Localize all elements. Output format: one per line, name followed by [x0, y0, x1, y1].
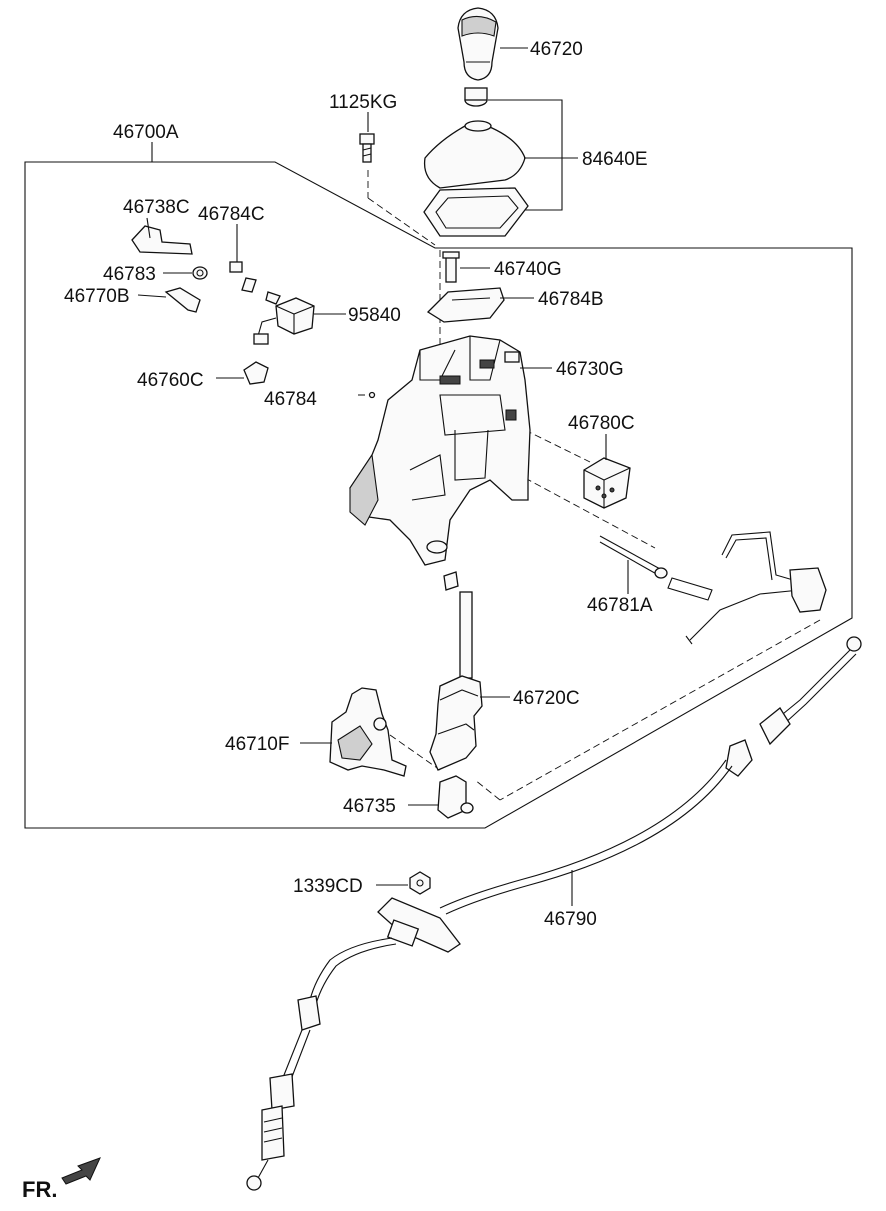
lock-rod: [599, 535, 713, 601]
label-46783: 46783: [103, 264, 156, 285]
label-front: FR.: [22, 1177, 57, 1202]
shift-knob: [457, 7, 499, 107]
front-arrow-icon: [61, 1157, 101, 1185]
shift-lever: [429, 571, 483, 771]
label-46730G: 46730G: [556, 359, 624, 380]
label-1339CD: 1339CD: [293, 876, 363, 897]
label-46780C: 46780C: [568, 413, 635, 434]
label-1125KG: 1125KG: [329, 92, 397, 113]
label-46720C: 46720C: [513, 688, 580, 709]
switch-module: [583, 457, 631, 509]
label-46740G: 46740G: [494, 259, 562, 280]
leader-lines: [137, 47, 629, 906]
bolt: [359, 133, 375, 163]
indicator-plate: [426, 287, 505, 323]
label-46720: 46720: [530, 39, 583, 60]
wiring-harness: [685, 531, 827, 645]
label-95840: 95840: [348, 305, 401, 326]
small-parts: [131, 225, 376, 399]
label-46784C: 46784C: [198, 204, 265, 225]
pin: [442, 251, 460, 283]
shifter-housing: [349, 335, 531, 566]
label-46700A: 46700A: [113, 122, 179, 143]
label-46770B: 46770B: [64, 286, 130, 307]
shift-boot: [423, 120, 529, 237]
label-46738C: 46738C: [123, 197, 190, 218]
shift-cable: [246, 636, 862, 1191]
cable-bracket: [329, 687, 407, 777]
label-84640E: 84640E: [582, 149, 648, 170]
label-46735: 46735: [343, 796, 396, 817]
retainer-clip: [437, 775, 474, 819]
assembly-boundary: [24, 161, 853, 829]
label-46781A: 46781A: [587, 595, 653, 616]
label-46790: 46790: [544, 909, 597, 930]
label-46760C: 46760C: [137, 370, 204, 391]
label-46710F: 46710F: [225, 734, 289, 755]
label-46784B: 46784B: [538, 289, 604, 310]
label-46784: 46784: [264, 389, 317, 410]
